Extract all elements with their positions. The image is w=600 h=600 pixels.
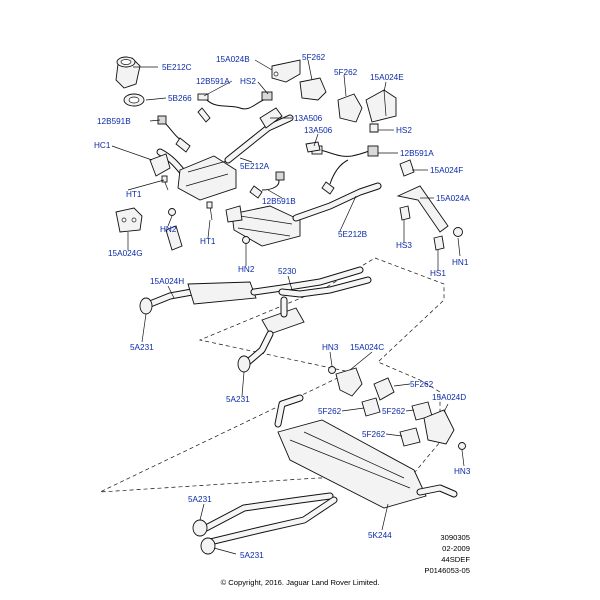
rear-assembly-outline — [99, 257, 445, 493]
bracket-15a024b[interactable] — [271, 59, 301, 83]
nut-hn3-lower[interactable] — [458, 442, 466, 450]
label-5230: 5230 — [278, 267, 297, 276]
label-15a024h: 15A024H — [150, 277, 184, 286]
label-hn3-lower: HN3 — [454, 467, 471, 476]
label-5e212b: 5E212B — [338, 230, 368, 239]
heat-shield-hc1[interactable] — [149, 153, 171, 177]
label-12b591b-lower: 12B591B — [262, 197, 296, 206]
isolator-5f262-c[interactable] — [373, 377, 395, 401]
label-hn1: HN1 — [452, 258, 469, 267]
label-13a506-lower: 13A506 — [304, 126, 333, 135]
label-5a231-d: 5A231 — [240, 551, 264, 560]
oxygen-sensor-12b591a-upper[interactable] — [197, 91, 273, 123]
label-15a024a: 15A024A — [436, 194, 470, 203]
bracket-15a024c[interactable] — [335, 367, 363, 397]
bracket-15a024e[interactable] — [365, 89, 397, 123]
isolator-5f262-upper-right[interactable] — [337, 93, 363, 123]
center-pipe-5230[interactable] — [146, 266, 372, 366]
label-5f262-f: 5F262 — [362, 430, 386, 439]
nut-hn2-lower[interactable] — [242, 236, 250, 244]
front-downpipe-flange[interactable] — [115, 56, 141, 89]
label-15a024g: 15A024G — [108, 249, 143, 258]
label-hn2-left: HN2 — [160, 225, 177, 234]
stud-ht1-lower[interactable] — [206, 201, 213, 221]
label-5a231-c: 5A231 — [188, 495, 212, 504]
illustration-id: P0146053-05 — [424, 566, 470, 575]
label-12b591a-upper: 12B591A — [196, 77, 230, 86]
leader-lines — [111, 59, 465, 555]
nut-hn1[interactable] — [453, 227, 463, 237]
label-5f262-upper-right: 5F262 — [334, 68, 358, 77]
bracket-15a024f[interactable] — [399, 159, 415, 177]
bracket-15a024d[interactable] — [423, 409, 455, 445]
catalytic-converter-5e212a[interactable] — [156, 107, 294, 201]
rear-muffler-5k244[interactable] — [274, 394, 458, 509]
label-5f262-c: 5F262 — [410, 380, 434, 389]
label-5f262-upper-left: 5F262 — [302, 53, 326, 62]
label-hs3: HS3 — [396, 241, 412, 250]
label-15a024d: 15A024D — [432, 393, 466, 402]
isolator-5f262-d[interactable] — [361, 397, 381, 417]
bolt-hs2-right[interactable] — [369, 123, 379, 133]
label-5b266: 5B266 — [168, 94, 192, 103]
oxygen-sensor-12b591b-lower[interactable] — [249, 171, 285, 199]
copyright-text: © Copyright, 2016. Jaguar Land Rover Lim… — [221, 578, 380, 587]
label-hc1: HC1 — [94, 141, 111, 150]
stud-ht1-upper[interactable] — [161, 175, 169, 191]
ref-date: 02-2009 — [442, 544, 470, 553]
nut-hn3-upper[interactable] — [328, 366, 336, 374]
clamp-5a231-a[interactable] — [139, 297, 153, 315]
label-5f262-e: 5F262 — [382, 407, 406, 416]
ref-number: 3090305 — [440, 533, 470, 542]
clamp-5a231-d[interactable] — [200, 537, 216, 555]
label-15a024c: 15A024C — [350, 343, 384, 352]
label-15a024b: 15A024B — [216, 55, 250, 64]
reference-block: 3090305 02-2009 44SDEF P0146053-05 © Cop… — [221, 533, 471, 587]
label-ht1-upper: HT1 — [126, 190, 142, 199]
gasket-5b266[interactable] — [123, 93, 145, 107]
isolator-5f262-upper-left[interactable] — [299, 77, 327, 101]
nut-hn2-left[interactable] — [168, 208, 176, 216]
label-5e212a: 5E212A — [240, 162, 270, 171]
clip-13a506[interactable] — [305, 141, 321, 153]
label-ht1-lower: HT1 — [200, 237, 216, 246]
label-15a024f: 15A024F — [430, 166, 463, 175]
label-hs2-right: HS2 — [396, 126, 412, 135]
bolt-hs1[interactable] — [433, 235, 445, 251]
tail-pipe-assembly[interactable] — [202, 492, 338, 546]
catalytic-converter-5e212b[interactable] — [225, 182, 382, 247]
label-5a231-b: 5A231 — [226, 395, 250, 404]
label-5f262-d: 5F262 — [318, 407, 342, 416]
label-5e212c: 5E212C — [162, 63, 192, 72]
label-5k244: 5K244 — [368, 531, 392, 540]
label-hn3-upper: HN3 — [322, 343, 339, 352]
label-12b591a-lower: 12B591A — [400, 149, 434, 158]
bracket-15a024h[interactable] — [165, 225, 183, 251]
isolator-5f262-f[interactable] — [399, 427, 421, 447]
bracket-15a024g[interactable] — [115, 207, 143, 233]
label-5a231-a: 5A231 — [130, 343, 154, 352]
label-15a024e: 15A024E — [370, 73, 404, 82]
label-hn2-lower: HN2 — [238, 265, 255, 274]
label-hs2-upper: HS2 — [240, 77, 256, 86]
clamp-5a231-c[interactable] — [192, 519, 208, 537]
callout-labels: 5E212C 15A024B 5F262 12B591A HS2 5F262 1… — [94, 53, 471, 560]
label-13a506-upper: 13A506 — [294, 114, 323, 123]
clamp-5a231-b[interactable] — [237, 355, 251, 373]
oxygen-sensor-12b591b-left[interactable] — [157, 115, 191, 153]
label-hs1: HS1 — [430, 269, 446, 278]
ref-code: 44SDEF — [441, 555, 470, 564]
bracket-15a024a[interactable] — [396, 185, 449, 233]
label-12b591b-upper: 12B591B — [97, 117, 131, 126]
bolt-hs3[interactable] — [399, 205, 411, 221]
